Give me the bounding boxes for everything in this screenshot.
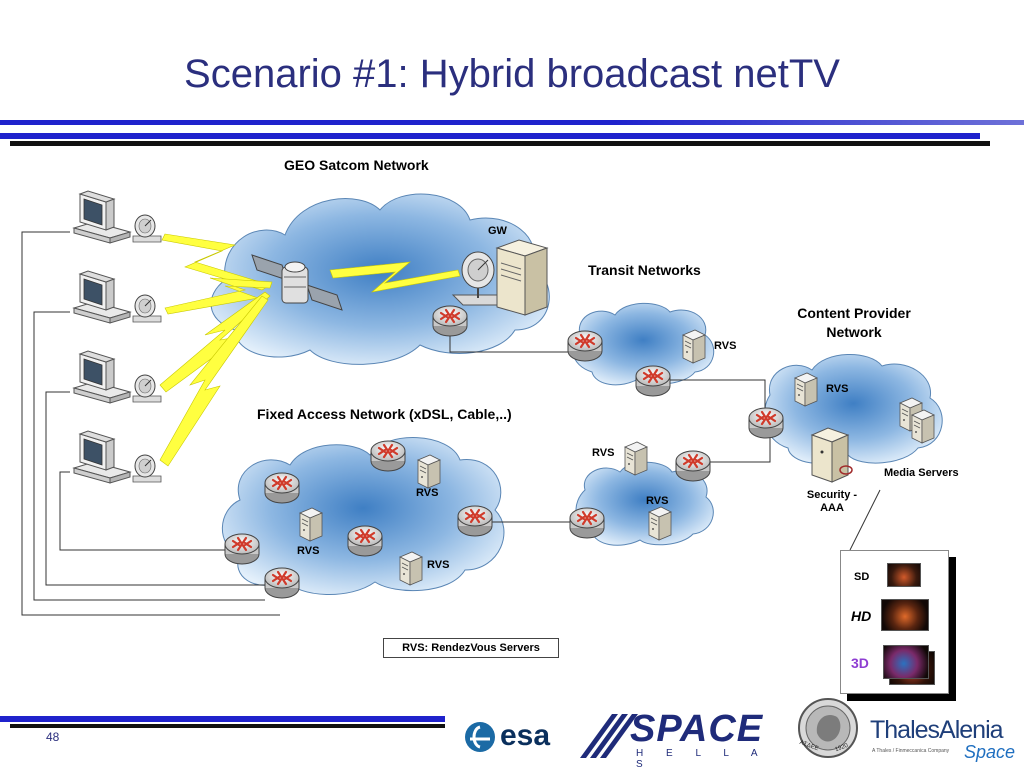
rvs-label: RVS (826, 383, 849, 395)
footer-bar-blue (0, 716, 445, 722)
rvs-label: RVS (646, 495, 669, 507)
esa-logo: esa (462, 717, 572, 755)
rvs-server-icon (682, 329, 706, 364)
video-formats-panel: SD HD 3D (840, 550, 949, 694)
content-provider-label: Content Provider Network (784, 304, 924, 342)
security-aaa-label: Security - AAA (796, 489, 868, 515)
router-icon (263, 471, 301, 505)
coin-logo: AΣΔΕΕ 1920 (797, 697, 859, 759)
rvs-label: RVS (297, 545, 320, 557)
rvs-label: RVS (416, 487, 439, 499)
rvs-server-icon (648, 506, 672, 541)
user-dish-icon (132, 454, 162, 483)
media-servers-label: Media Servers (884, 467, 959, 479)
thales-wordmark: ThalesAlenia (870, 716, 1004, 744)
rvs-server-icon (624, 441, 648, 476)
router-icon (568, 506, 606, 540)
rvs-server-icon (299, 507, 323, 542)
coin-emblem-icon (798, 698, 858, 758)
transit-networks-label: Transit Networks (588, 262, 701, 278)
user-pc-icon (73, 270, 131, 324)
content-provider-label-line1: Content Provider (797, 305, 911, 321)
user-pc-icon (73, 430, 131, 484)
rvs-server-icon (399, 551, 423, 586)
rvs-label: RVS (427, 559, 450, 571)
user-pc-icon (73, 190, 131, 244)
rvs-label: RVS (592, 447, 615, 459)
esa-emblem-icon (465, 722, 495, 752)
router-icon (431, 304, 469, 338)
3d-label: 3D (851, 655, 869, 671)
thales-tagline: A Thales / Finmeccanica Company (872, 748, 950, 754)
security-aaa-label-line1: Security - (806, 489, 858, 501)
satellite-icon (251, 254, 343, 311)
fixed-access-label: Fixed Access Network (xDSL, Cable,..) (257, 406, 512, 422)
space-hellas-logo: SPACE H E L L A S (578, 708, 790, 770)
router-icon (747, 406, 785, 440)
gateway-server-icon (495, 239, 549, 316)
sd-thumbnail (887, 563, 921, 587)
thales-alenia-space-logo: ThalesAlenia A Thales / Finmeccanica Com… (870, 716, 1018, 764)
user-dish-icon (132, 294, 162, 323)
rvs-label: RVS (714, 340, 737, 352)
rvs-server-icon (417, 454, 441, 489)
router-icon (223, 532, 261, 566)
page-number: 48 (46, 730, 60, 744)
router-icon (456, 504, 494, 538)
user-pc-icon (73, 350, 131, 404)
router-icon (674, 449, 712, 483)
rvs-server-icon (794, 372, 818, 407)
router-icon (263, 566, 301, 600)
geo-network-label: GEO Satcom Network (284, 157, 429, 173)
user-dish-icon (132, 214, 162, 243)
router-icon (346, 524, 384, 558)
space-wordmark: SPACE (630, 708, 764, 750)
router-icon (369, 439, 407, 473)
media-server-icon (911, 409, 935, 444)
hd-thumbnail (881, 599, 929, 631)
header-bar-mid (0, 133, 980, 139)
user-dish-icon (132, 374, 162, 403)
slide-title: Scenario #1: Hybrid broadcast netTV (184, 52, 840, 96)
3d-thumbnail-front (883, 645, 929, 679)
hd-label: HD (851, 608, 872, 624)
content-provider-label-line2: Network (826, 324, 882, 340)
header-bar-bottom (10, 141, 990, 146)
space-hellas-stripes-icon (580, 714, 638, 758)
esa-wordmark: esa (500, 719, 551, 752)
footer-bar-dark (10, 724, 445, 728)
hellas-wordmark: H E L L A S (636, 748, 767, 770)
thales-space-wordmark: Space (964, 742, 1016, 762)
security-aaa-label-line2: AAA (820, 502, 844, 514)
security-server-icon (810, 427, 853, 483)
sd-label: SD (854, 571, 870, 583)
header-bar-top (0, 120, 1024, 125)
router-icon (566, 329, 604, 363)
gw-label: GW (488, 225, 507, 237)
rvs-legend-box: RVS: RendezVous Servers (383, 638, 559, 658)
lightning-bolts (159, 233, 461, 467)
transit-cloud-upper (572, 302, 715, 386)
router-icon (634, 364, 672, 398)
